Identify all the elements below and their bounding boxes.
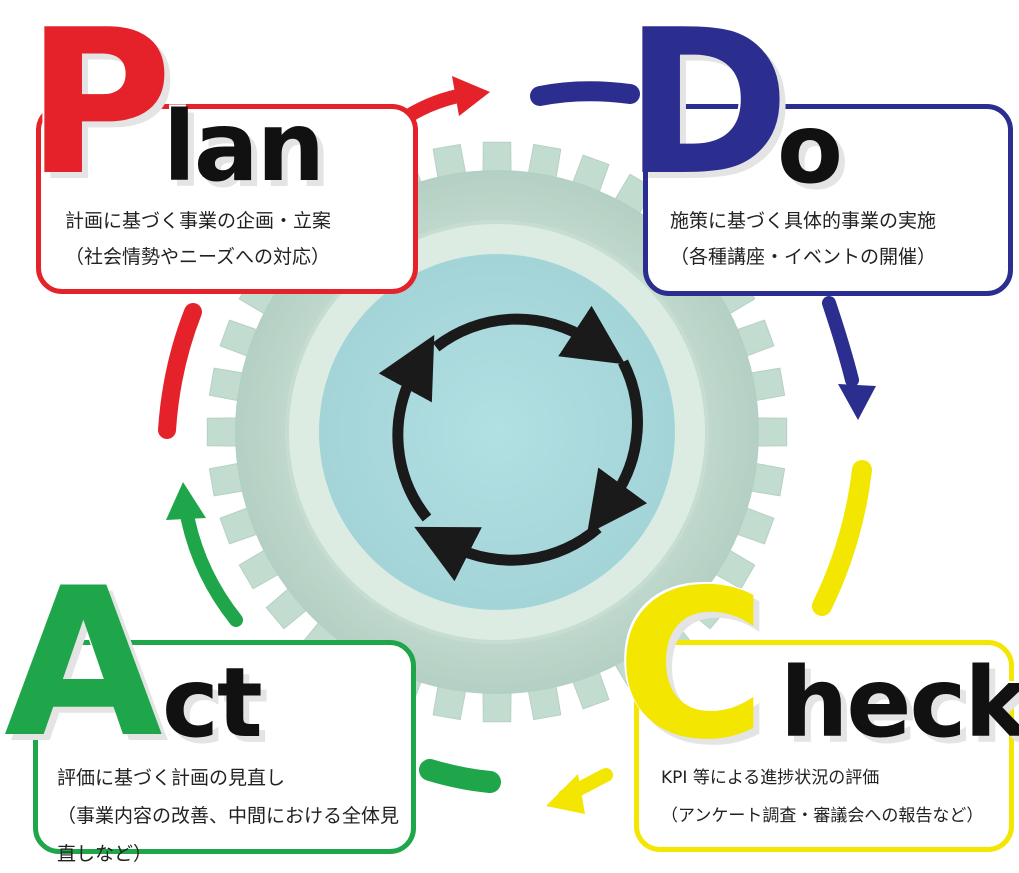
check-rest: heck [780,647,1019,759]
plan-description: 計画に基づく事業の企画・立案 （社会情勢やニーズへの対応） [65,210,332,268]
check-initial: C [616,547,766,785]
plan-side-arc [158,303,202,439]
cycle-arrows [378,305,648,582]
plan-rest: lan [163,91,325,203]
do-top-arc [530,81,640,106]
cycle-arrow-left [378,334,435,522]
do-rest: o [777,93,843,205]
act-to-plan-arrow [166,482,243,627]
do-description: 施策に基づく具体的事業の実施 （各種講座・イベントの開催） [670,210,937,268]
do-box: 施策に基づく具体的事業の実施 （各種講座・イベントの開催） [643,104,1013,296]
plan-to-do-arrow [395,76,490,127]
check-box: KPI 等による進捗状況の評価 （アンケート調査・審議会への報告など） [634,640,1014,852]
cycle-arrow-bottom [414,523,602,582]
act-rest: ct [162,647,263,759]
check-side-arc [812,460,872,616]
plan-box: 計画に基づく事業の企画・立案 （社会情勢やニーズへの対応） [36,104,418,294]
plan-initial: P [26,0,173,220]
check-description: KPI 等による進捗状況の評価 （アンケート調査・審議会への報告など） [661,768,984,826]
do-to-check-arrow [822,296,876,420]
act-initial: A [4,545,163,783]
do-initial: D [624,0,790,220]
cycle-arrow-right [587,359,648,535]
check-to-act-arrow [546,768,613,814]
cycle-arrow-top [432,305,626,365]
act-bottom-arc [419,759,501,793]
